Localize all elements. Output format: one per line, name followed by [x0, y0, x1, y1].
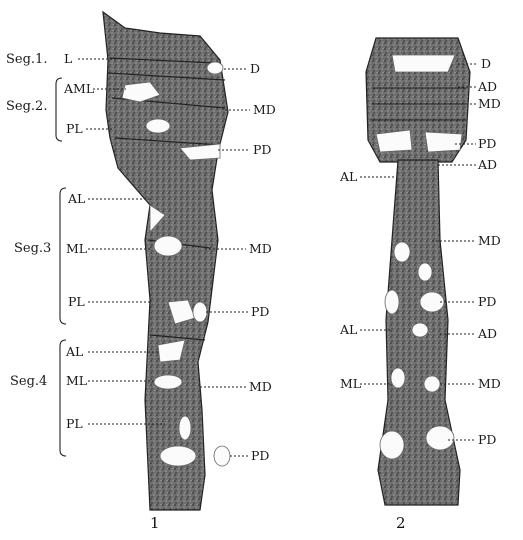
fig2-label-ML: ML	[340, 376, 361, 391]
fig2-spot	[385, 290, 399, 314]
fig2-spot	[424, 376, 440, 392]
fig2-label-AD-2: AD	[477, 157, 497, 172]
fig2-label-AD-3: AD	[477, 326, 497, 341]
fig1-label-PL-seg2: PL	[66, 121, 83, 136]
fig2-label-AL-1: AL	[339, 169, 357, 184]
fig1-spot	[214, 446, 230, 466]
seg2-label: Seg.2.	[6, 99, 47, 114]
figure-1: Seg.1. Seg.2. Seg.3 Seg.4 L AML PL AL ML…	[6, 12, 276, 532]
fig1-spot	[154, 236, 182, 256]
fig2-spot	[426, 426, 454, 450]
figure-2: D AD MD PD AD MD PD AD MD PD AL AL ML 2	[339, 38, 501, 532]
fig2-label-PD-3: PD	[478, 432, 496, 447]
fig1-label-L: L	[64, 51, 72, 66]
figure-1-number: 1	[150, 514, 160, 532]
fig1-spot	[160, 446, 196, 466]
fig1-label-ML-seg4: ML	[66, 373, 87, 388]
fig2-label-AL-2: AL	[339, 322, 357, 337]
fig1-label-AL-seg4: AL	[65, 344, 83, 359]
seg3-bracket	[60, 188, 66, 324]
fig2-label-PD-1: PD	[478, 136, 496, 151]
fig2-label-MD-2: MD	[478, 233, 501, 248]
fig2-label-PD-2: PD	[478, 294, 496, 309]
fig2-label-D: D	[481, 56, 491, 71]
seg3-label: Seg.3	[14, 241, 51, 256]
fig1-label-MD-seg3: MD	[249, 241, 272, 256]
fig1-label-MD-seg2: MD	[253, 102, 276, 117]
fig1-label-AL-seg3: AL	[67, 191, 85, 206]
fig2-spot	[376, 130, 412, 152]
fig1-label-PD-seg3: PD	[251, 304, 269, 319]
fig1-label-PL-seg4: PL	[66, 416, 83, 431]
fig1-spot	[179, 416, 191, 440]
fig1-label-AML: AML	[63, 81, 94, 96]
fig1-label-MD-seg4: MD	[249, 379, 272, 394]
fig2-spot	[392, 55, 455, 72]
fig2-spot	[425, 132, 462, 152]
fig2-spot	[391, 368, 405, 388]
fig2-label-MD-1: MD	[478, 96, 501, 111]
fig2-label-AD-1: AD	[477, 79, 497, 94]
fig2-spot	[418, 263, 432, 281]
fig1-label-ML-seg3: ML	[66, 241, 87, 256]
fig2-spot	[412, 323, 428, 337]
fig1-spot	[154, 375, 182, 389]
fig2-spot	[394, 242, 410, 262]
fig1-label-PL-seg3: PL	[68, 294, 85, 309]
figure-2-number: 2	[396, 514, 406, 532]
fig1-label-PD-seg4: PD	[251, 448, 269, 463]
fig2-label-MD-3: MD	[478, 376, 501, 391]
fig1-spot	[193, 302, 207, 322]
fig1-body	[103, 12, 228, 510]
fig1-label-PD-seg2: PD	[253, 142, 271, 157]
fig1-spot	[146, 119, 170, 133]
fig2-spot	[380, 431, 404, 459]
seg2-bracket	[56, 78, 62, 141]
fig1-label-D: D	[250, 61, 260, 76]
seg4-label: Seg.4	[10, 374, 47, 389]
seg1-label: Seg.1.	[6, 52, 47, 67]
fig1-spot	[207, 62, 223, 74]
